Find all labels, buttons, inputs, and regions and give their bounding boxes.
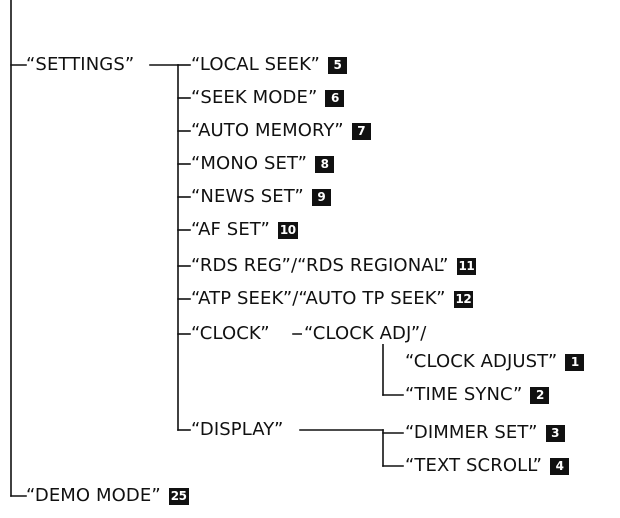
ref-badge: 10 [277, 222, 298, 239]
menu-item-rds-reg: “RDS REG”/“RDS REGIONAL” 11 [191, 255, 477, 276]
ref-badge: 7 [351, 123, 371, 140]
menu-item-atp-seek: “ATP SEEK”/“AUTO TP SEEK” 12 [191, 288, 474, 309]
menu-item-dimmer-set: “DIMMER SET” 3 [405, 423, 565, 443]
menu-item-news-set: “NEWS SET” 9 [191, 187, 331, 207]
menu-item-label: “DIMMER SET” [405, 422, 538, 443]
menu-item-mono-set: “MONO SET” 8 [191, 153, 335, 174]
menu-item-label: “AUTO MEMORY” [191, 120, 344, 141]
menu-item-seek-mode: “SEEK MODE” 6 [191, 87, 345, 108]
ref-badge: 5 [327, 57, 347, 74]
ref-badge: 6 [325, 90, 345, 107]
ref-badge: 1 [565, 354, 585, 371]
ref-badge: 9 [311, 189, 331, 206]
menu-item-label: “LOCAL SEEK” [191, 54, 320, 75]
ref-badge: 12 [453, 291, 474, 308]
menu-item-af-set: “AF SET” 10 [191, 220, 298, 240]
menu-item-local-seek: “LOCAL SEEK” 5 [191, 55, 347, 75]
ref-badge: 4 [550, 458, 570, 475]
menu-item-demo-mode: “DEMO MODE” 25 [26, 486, 189, 506]
ref-badge: 2 [530, 387, 550, 404]
settings-label: “SETTINGS” [26, 54, 135, 75]
menu-item-label: “ATP SEEK”/“AUTO TP SEEK” [191, 288, 446, 309]
menu-item-label: “SEEK MODE” [191, 87, 318, 108]
menu-item-label: “DISPLAY” [191, 419, 284, 440]
ref-badge: 8 [315, 156, 335, 173]
menu-item-label: “TEXT SCROLL” [405, 455, 543, 476]
menu-item-label: “TIME SYNC” [405, 384, 523, 405]
menu-item-auto-memory: “AUTO MEMORY” 7 [191, 121, 371, 141]
menu-item-label: “CLOCK ADJUST” [405, 351, 558, 372]
menu-item-label: “DEMO MODE” [26, 485, 161, 506]
menu-item-label: “CLOCK ADJ”/ [304, 323, 427, 344]
ref-badge: 3 [545, 425, 565, 442]
menu-item-label: “MONO SET” [191, 153, 308, 174]
ref-badge: 11 [456, 258, 477, 275]
menu-item-label: “CLOCK” [191, 323, 270, 344]
menu-item-display: “DISPLAY” [191, 420, 283, 440]
menu-item-clock-adjust: “CLOCK ADJUST” 1 [405, 351, 585, 372]
menu-item-text-scroll: “TEXT SCROLL” 4 [405, 455, 570, 476]
menu-item-label: “NEWS SET” [191, 186, 304, 207]
ref-badge: 25 [168, 488, 189, 505]
menu-item-clock: “CLOCK” [191, 324, 270, 344]
menu-item-clock-adj: “CLOCK ADJ”/ [302, 323, 427, 344]
menu-item-label: “RDS REG”/“RDS REGIONAL” [191, 255, 449, 276]
menu-item-time-sync: “TIME SYNC” 2 [405, 384, 550, 405]
menu-item-label: “AF SET” [191, 219, 270, 240]
